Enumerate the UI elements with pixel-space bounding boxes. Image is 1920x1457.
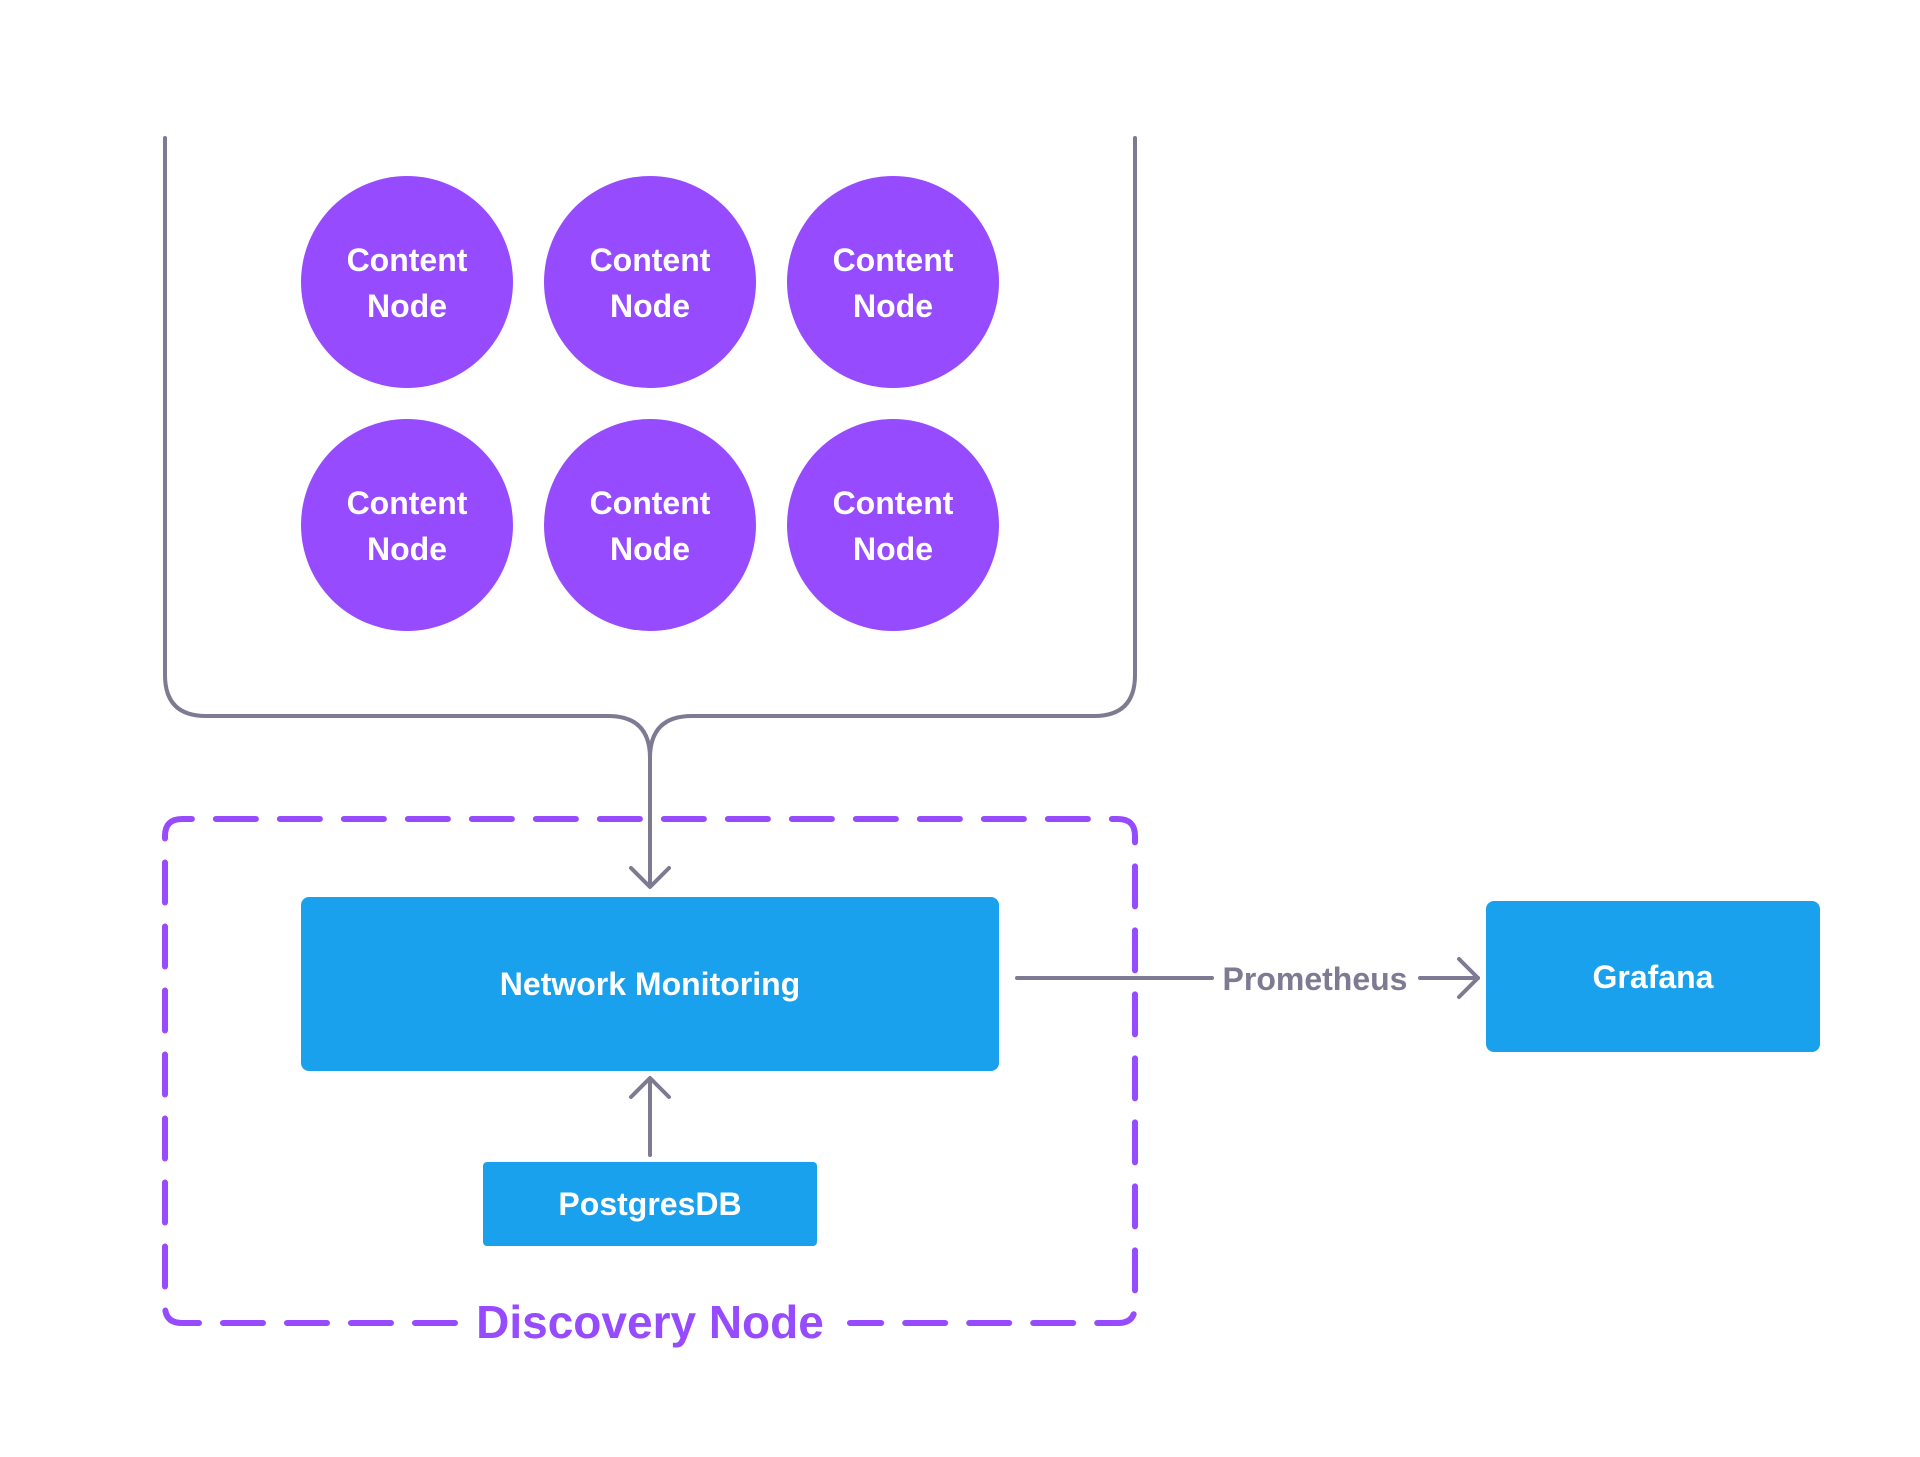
- network-monitoring-label: Network Monitoring: [500, 966, 800, 1002]
- content-node: Content Node: [301, 176, 513, 388]
- content-node-circle: [787, 176, 999, 388]
- content-node-label-line2: Node: [853, 288, 933, 324]
- postgres-box: PostgresDB: [483, 1162, 817, 1246]
- content-node: Content Node: [787, 419, 999, 631]
- prometheus-label: Prometheus: [1223, 961, 1408, 997]
- content-node-label-line2: Node: [610, 531, 690, 567]
- content-node-label-line1: Content: [347, 242, 468, 278]
- discovery-node-boundary: [162, 816, 1138, 1326]
- content-node-circle: [544, 176, 756, 388]
- content-node-label-line1: Content: [833, 242, 954, 278]
- postgres-to-monitoring-arrowhead: [629, 1076, 671, 1099]
- grafana-label: Grafana: [1593, 959, 1714, 995]
- grafana-rect: [1486, 901, 1820, 1052]
- postgres-label: PostgresDB: [558, 1186, 741, 1222]
- content-node: Content Node: [787, 176, 999, 388]
- content-node: Content Node: [301, 419, 513, 631]
- content-node-label-line2: Node: [610, 288, 690, 324]
- content-node-label-line2: Node: [853, 531, 933, 567]
- content-node-circle: [787, 419, 999, 631]
- content-node: Content Node: [544, 176, 756, 388]
- content-node: Content Node: [544, 419, 756, 631]
- content-node-circle: [544, 419, 756, 631]
- content-node-label-line1: Content: [590, 242, 711, 278]
- grafana-box: Grafana: [1486, 901, 1820, 1052]
- network-monitoring-rect: [301, 897, 999, 1071]
- content-node-label-line1: Content: [833, 485, 954, 521]
- bracket-to-monitoring-arrowhead: [629, 866, 671, 889]
- content-node-label-line1: Content: [347, 485, 468, 521]
- content-node-label-line2: Node: [367, 288, 447, 324]
- content-node-label-line1: Content: [590, 485, 711, 521]
- prometheus-to-grafana-arrowhead: [1457, 957, 1480, 999]
- postgres-rect: [483, 1162, 817, 1246]
- discovery-node-label: Discovery Node: [476, 1296, 824, 1348]
- content-node-circle: [301, 419, 513, 631]
- network-monitoring-box: Network Monitoring: [301, 897, 999, 1071]
- content-node-circle: [301, 176, 513, 388]
- content-node-label-line2: Node: [367, 531, 447, 567]
